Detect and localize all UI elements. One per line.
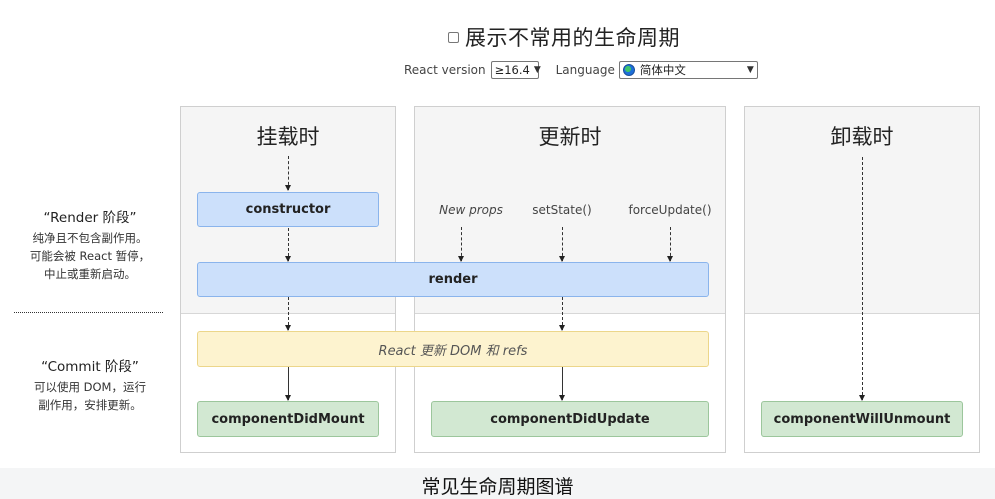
commit-phase-description: 可以使用 DOM，运行 副作用，安排更新。 bbox=[10, 378, 170, 414]
arrow-to-constructor bbox=[285, 156, 291, 191]
react-version-select[interactable]: ≥16.4 ▼ bbox=[490, 61, 541, 79]
new-props-trigger: New props bbox=[439, 203, 503, 217]
controls-row: React version ≥16.4 ▼ Language 简体中文 ▼ bbox=[404, 61, 758, 79]
render-phase-line: 中止或重新启动。 bbox=[44, 267, 136, 281]
figure-caption: 常见生命周期图谱 bbox=[421, 476, 574, 498]
arrow-new-props-to-render bbox=[458, 227, 464, 262]
component-will-unmount-box: componentWillUnmount bbox=[761, 401, 963, 437]
language-label: Language bbox=[555, 63, 615, 77]
commit-phase-heading: “Commit 阶段” bbox=[41, 359, 139, 375]
update-column-title: 更新时 bbox=[538, 125, 602, 149]
caption-bar bbox=[0, 468, 995, 499]
phase-separator bbox=[14, 312, 163, 313]
component-did-update-box: componentDidUpdate bbox=[431, 401, 709, 437]
render-box: render bbox=[197, 262, 709, 297]
arrow-to-will-unmount bbox=[859, 157, 865, 401]
constructor-box: constructor bbox=[197, 192, 379, 227]
mount-column-title: 挂载时 bbox=[256, 125, 320, 149]
arrow-render-to-dom-update bbox=[285, 297, 291, 331]
render-phase-line: 可能会被 React 暂停， bbox=[29, 249, 151, 263]
language-select[interactable]: 简体中文 ▼ bbox=[618, 61, 758, 79]
arrow-setstate-to-render bbox=[559, 227, 565, 262]
commit-phase-line: 可以使用 DOM，运行 bbox=[34, 380, 146, 394]
render-phase-line: 纯净且不包含副作用。 bbox=[32, 231, 148, 245]
forceupdate-trigger: forceUpdate() bbox=[628, 203, 712, 217]
show-uncommon-toggle[interactable]: 展示不常用的生命周期 bbox=[448, 22, 680, 52]
arrow-constructor-to-render bbox=[285, 228, 291, 262]
arrow-to-did-mount bbox=[285, 367, 291, 401]
phase-divider bbox=[415, 313, 725, 314]
show-uncommon-label: 展示不常用的生命周期 bbox=[465, 26, 680, 50]
react-version-label: React version bbox=[404, 63, 486, 77]
react-update-dom-box: React 更新 DOM 和 refs bbox=[197, 331, 709, 367]
arrow-render-to-dom-update bbox=[559, 297, 565, 331]
component-did-mount-box: componentDidMount bbox=[197, 401, 379, 437]
render-phase-description: 纯净且不包含副作用。 可能会被 React 暂停， 中止或重新启动。 bbox=[10, 229, 170, 283]
commit-phase-line: 副作用，安排更新。 bbox=[38, 398, 142, 412]
arrow-to-did-update bbox=[559, 367, 565, 401]
render-phase-heading: “Render 阶段” bbox=[43, 210, 137, 226]
chevron-down-icon: ▼ bbox=[746, 65, 754, 75]
setstate-trigger: setState() bbox=[532, 203, 592, 217]
chevron-down-icon: ▼ bbox=[533, 65, 541, 75]
uncommon-checkbox[interactable] bbox=[448, 31, 459, 43]
arrow-forceupdate-to-render bbox=[667, 227, 673, 262]
react-version-value: ≥16.4 bbox=[494, 63, 530, 77]
globe-icon bbox=[622, 64, 635, 76]
language-value: 简体中文 bbox=[639, 63, 686, 77]
unmount-column-title: 卸载时 bbox=[830, 125, 894, 149]
